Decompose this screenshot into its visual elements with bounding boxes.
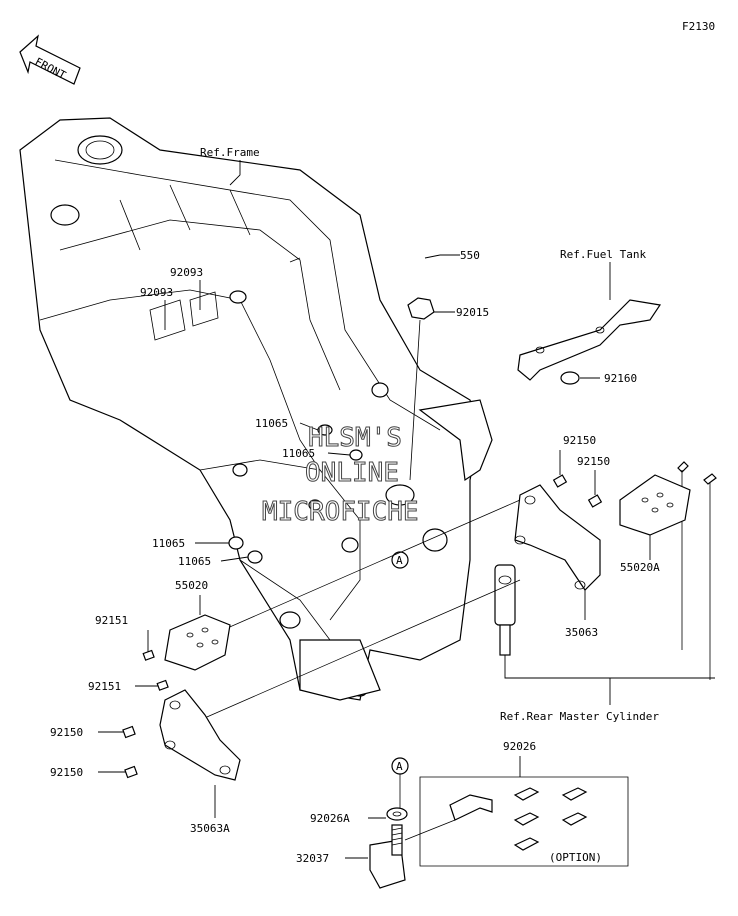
washer-92026A xyxy=(386,807,408,821)
watermark-line-3: MICROFICHE xyxy=(262,497,419,527)
part-11065-a: 11065 xyxy=(255,417,288,430)
step-bracket-left xyxy=(159,689,241,781)
adjuster-bolt-32037 xyxy=(369,824,406,889)
part-92026: 92026 xyxy=(503,740,536,753)
step-bracket-right xyxy=(514,484,601,591)
part-92151-lower: 92151 xyxy=(88,680,121,693)
part-92151-upper: 92151 xyxy=(95,614,128,627)
part-92026A: 92026A xyxy=(310,812,350,825)
part-92093-lower: 92093 xyxy=(140,286,173,299)
option-label: (OPTION) xyxy=(549,851,602,864)
part-11065-b: 11065 xyxy=(282,447,315,460)
watermark-line-1: HLSM'S xyxy=(308,423,402,453)
nut-92015 xyxy=(407,297,435,320)
part-92150-right-a: 92150 xyxy=(563,434,596,447)
part-92150-right-b: 92150 xyxy=(577,455,610,468)
part-92093-upper: 92093 xyxy=(170,266,203,279)
master-cylinder xyxy=(494,564,516,656)
front-arrow-icon: FRONT xyxy=(19,34,81,85)
part-35063: 35063 xyxy=(565,626,598,639)
part-92160: 92160 xyxy=(604,372,637,385)
ref-fuel-tank-label: Ref.Fuel Tank xyxy=(560,248,646,261)
footrest-plate-right xyxy=(619,474,691,536)
watermark-line-2: ONLINE xyxy=(305,458,399,488)
part-92015: 92015 xyxy=(456,306,489,319)
part-11065-d: 11065 xyxy=(178,555,211,568)
callout-a-detail: A xyxy=(396,760,403,773)
fuel-tank-bracket xyxy=(517,299,662,385)
part-32037: 32037 xyxy=(296,852,329,865)
part-55020: 55020 xyxy=(175,579,208,592)
frame-drawing xyxy=(19,117,493,701)
option-shims xyxy=(449,787,588,851)
part-11065-c: 11065 xyxy=(152,537,185,550)
part-550: 550 xyxy=(460,249,480,262)
figure-code: F2130 xyxy=(682,20,715,33)
part-35063A: 35063A xyxy=(190,822,230,835)
option-box xyxy=(419,776,629,867)
ref-frame-label: Ref.Frame xyxy=(200,146,260,159)
footrest-plate-left xyxy=(164,614,231,671)
part-55020A: 55020A xyxy=(620,561,660,574)
ref-rear-master-cylinder-label: Ref.Rear Master Cylinder xyxy=(500,710,659,723)
part-92150-left-b: 92150 xyxy=(50,766,83,779)
part-92150-left-a: 92150 xyxy=(50,726,83,739)
callout-a-frame: A xyxy=(396,554,403,567)
